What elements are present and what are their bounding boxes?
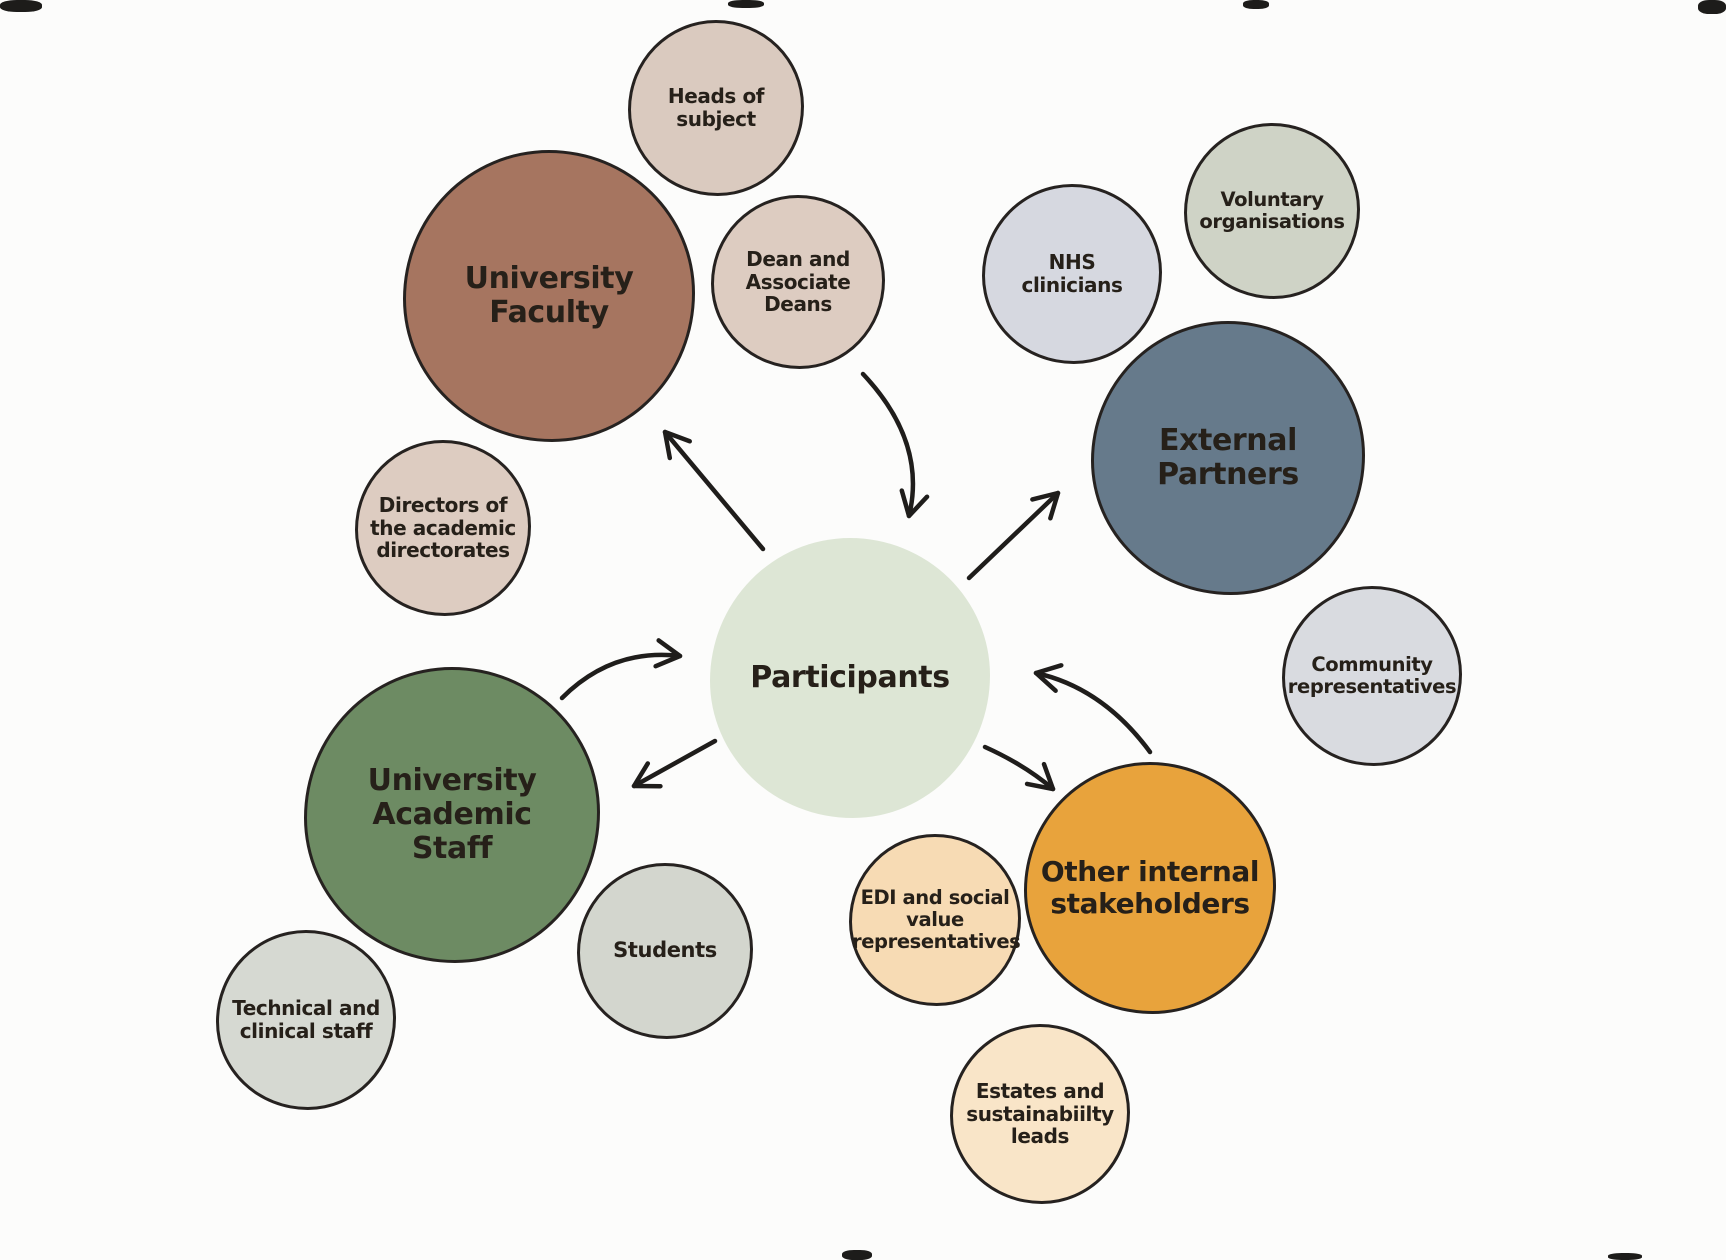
node-university-academic-staff: University Academic Staff	[304, 667, 600, 963]
label-directors-of-the-academic-directorates: Directors of the academic directorates	[370, 493, 516, 563]
label-university-faculty: University Faculty	[464, 261, 634, 330]
node-community-representatives: Community representatives	[1282, 586, 1462, 766]
edge-mark	[1698, 0, 1726, 14]
arrow-academic-staff-to-participants	[559, 638, 683, 701]
label-technical-and-clinical-staff: Technical and clinical staff	[232, 996, 380, 1043]
node-nhs-clinicians: NHS clinicians	[982, 184, 1162, 364]
node-technical-and-clinical-staff: Technical and clinical staff	[216, 930, 396, 1110]
node-dean-and-associate-deans: Dean and Associate Deans	[711, 195, 885, 369]
label-heads-of-subject: Heads of subject	[667, 84, 765, 131]
node-university-faculty: University Faculty	[403, 150, 695, 442]
label-university-academic-staff: University Academic Staff	[367, 763, 537, 866]
label-students: Students	[613, 938, 717, 963]
arrow-participants-to-university-faculty	[662, 429, 766, 552]
arrow-participants-to-external-partners	[966, 490, 1061, 581]
label-voluntary-organisations: Voluntary organisations	[1199, 187, 1345, 233]
arrow-other-internal-to-participants	[1033, 663, 1153, 755]
arrow-participants-to-academic-staff	[631, 738, 718, 789]
label-edi-and-social-value-representatives: EDI and social value representatives	[852, 885, 1021, 954]
edge-mark	[728, 0, 764, 8]
label-community-representatives: Community representatives	[1287, 652, 1457, 698]
edge-mark	[1243, 0, 1269, 9]
label-nhs-clinicians: NHS clinicians	[1021, 250, 1123, 297]
node-participants: Participants	[710, 538, 990, 818]
node-heads-of-subject: Heads of subject	[628, 20, 804, 196]
node-other-internal-stakeholders: Other internal stakeholders	[1024, 762, 1276, 1014]
node-external-partners: External Partners	[1091, 321, 1365, 595]
label-estates-and-sustainability-leads: Estates and sustainabiilty leads	[966, 1079, 1114, 1149]
label-external-partners: External Partners	[1157, 423, 1299, 492]
arrow-participants-to-other-internal	[982, 744, 1056, 792]
node-directors-of-the-academic-directorates: Directors of the academic directorates	[355, 440, 531, 616]
node-voluntary-organisations: Voluntary organisations	[1184, 123, 1360, 299]
node-students: Students	[577, 863, 753, 1039]
label-other-internal-stakeholders: Other internal stakeholders	[1040, 855, 1260, 920]
edge-mark	[842, 1250, 872, 1260]
edge-mark	[0, 0, 42, 12]
node-estates-and-sustainability-leads: Estates and sustainabiilty leads	[950, 1024, 1130, 1204]
edge-mark	[1608, 1253, 1642, 1260]
node-edi-and-social-value-representatives: EDI and social value representatives	[849, 834, 1021, 1006]
label-dean-and-associate-deans: Dean and Associate Deans	[745, 247, 851, 317]
arrow-dean-to-participants	[860, 371, 930, 519]
label-participants: Participants	[750, 660, 950, 696]
